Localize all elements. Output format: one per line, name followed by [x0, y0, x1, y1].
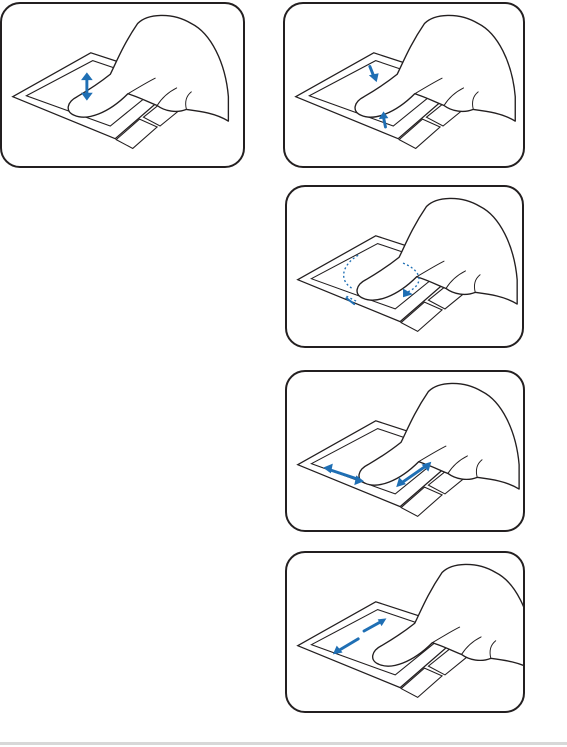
gesture-figure-vertical-scroll	[0, 2, 245, 168]
touchpad-illustration	[285, 4, 523, 166]
touchpad-illustration	[287, 372, 523, 530]
touchpad-illustration	[287, 553, 523, 711]
gesture-figure-pinch	[283, 2, 525, 168]
gesture-figure-spread	[285, 370, 525, 532]
gesture-figure-rotate	[285, 185, 524, 348]
touchpad-illustration	[287, 187, 522, 346]
gesture-figure-horizontal-swipe	[285, 551, 525, 713]
touchpad-illustration	[2, 4, 243, 166]
page-bottom-rule	[0, 742, 567, 745]
